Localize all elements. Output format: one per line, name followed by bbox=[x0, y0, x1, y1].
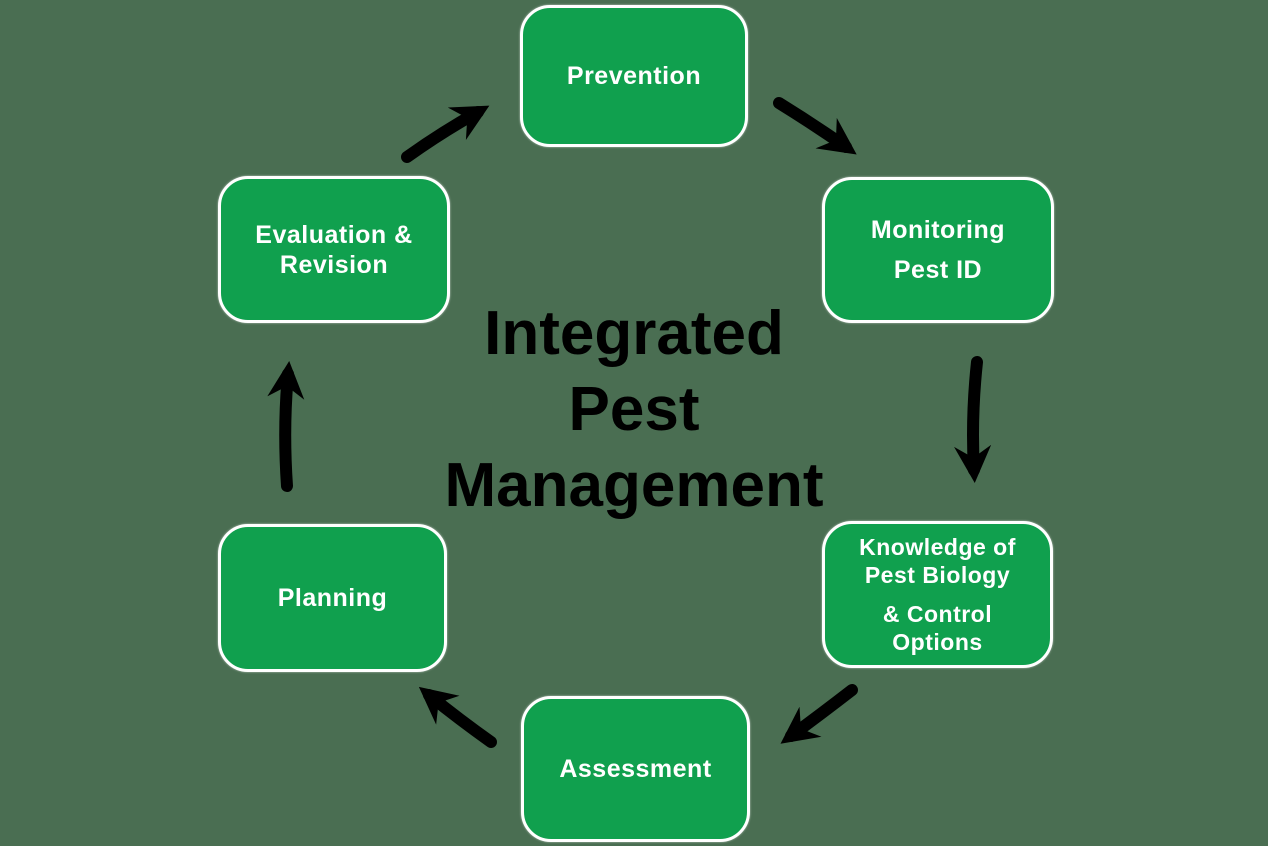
arrow-evaluation-to-prevention bbox=[401, 105, 490, 163]
node-evaluation-label-line2: Revision bbox=[279, 250, 389, 279]
node-prevention-label: Prevention bbox=[566, 62, 702, 90]
node-monitoring-label-line1: Monitoring bbox=[870, 216, 1006, 244]
node-planning-label: Planning bbox=[277, 584, 388, 612]
node-assessment: Assessment bbox=[521, 696, 750, 842]
node-monitoring: Monitoring Pest ID bbox=[822, 177, 1054, 323]
arrow-prevention-to-monitoring bbox=[773, 97, 857, 155]
diagram-title-line1: Integrated bbox=[484, 299, 784, 368]
arrow-knowledge-to-assessment bbox=[780, 684, 858, 744]
node-planning: Planning bbox=[218, 524, 447, 672]
node-evaluation-label-line1: Evaluation & bbox=[255, 220, 413, 249]
node-evaluation-revision: Evaluation & Revision bbox=[218, 176, 450, 323]
node-knowledge-label-line1: Knowledge of bbox=[859, 534, 1016, 561]
node-knowledge-label-line3: & Control bbox=[882, 600, 993, 627]
node-knowledge-of-pest-biology: Knowledge of Pest Biology & Control Opti… bbox=[822, 521, 1053, 668]
arrow-monitoring-to-knowledge bbox=[954, 356, 992, 483]
diagram-title: Integrated Pest Management bbox=[374, 296, 894, 524]
node-monitoring-label-line2: Pest ID bbox=[893, 256, 983, 284]
node-knowledge-label-line2: Pest Biology bbox=[864, 562, 1011, 589]
arrow-assessment-to-planning bbox=[418, 686, 497, 748]
arrow-planning-to-evaluation bbox=[267, 361, 305, 492]
node-prevention: Prevention bbox=[520, 5, 748, 147]
diagram-title-line3: Management bbox=[444, 451, 824, 520]
node-assessment-label: Assessment bbox=[559, 755, 712, 783]
node-knowledge-label-line4: Options bbox=[892, 628, 983, 655]
diagram-title-line2: Pest bbox=[568, 375, 700, 444]
